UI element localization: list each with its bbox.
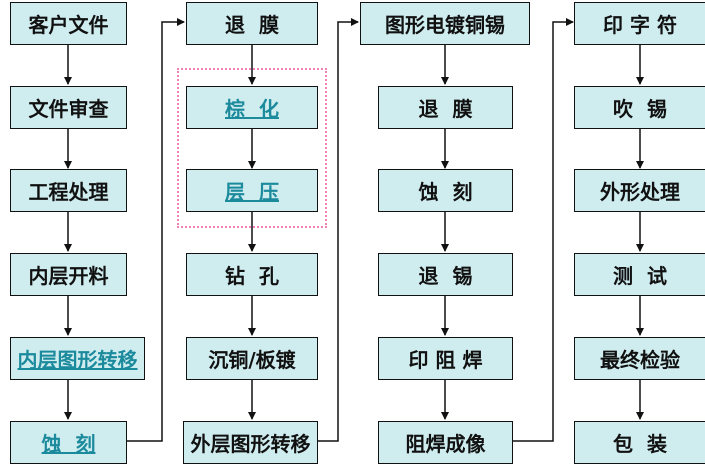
step-c4-5: 最终检验 — [574, 337, 705, 380]
step-c3-4: 退 锡 — [378, 253, 513, 296]
step-c2-2-link[interactable]: 棕 化 — [186, 86, 318, 129]
step-c4-1: 印 字 符 — [574, 2, 705, 45]
step-c4-4: 测 试 — [574, 253, 705, 296]
step-c4-6: 包 装 — [574, 421, 705, 464]
step-c2-4: 钻 孔 — [186, 253, 318, 296]
step-c3-3: 蚀 刻 — [378, 169, 513, 212]
step-c4-3: 外形处理 — [574, 169, 705, 212]
connector-c3-c4 — [513, 18, 574, 442]
step-c2-1: 退 膜 — [186, 2, 318, 45]
step-c2-6: 外层图形转移 — [183, 421, 318, 464]
step-c3-1: 图形电镀铜锡 — [360, 2, 530, 45]
step-c1-2: 文件审查 — [10, 86, 127, 129]
lamination-highlight-frame — [177, 68, 327, 228]
step-c3-6: 阻焊成像 — [378, 421, 513, 464]
step-c2-5: 沉铜/板镀 — [186, 337, 318, 380]
step-c3-5: 印 阻 焊 — [378, 337, 513, 380]
step-c1-3: 工程处理 — [10, 169, 127, 212]
step-c1-6-link[interactable]: 蚀 刻 — [10, 421, 127, 464]
step-c1-4: 内层开料 — [10, 253, 127, 296]
step-c3-2: 退 膜 — [378, 86, 513, 129]
step-c2-3-link[interactable]: 层 压 — [186, 169, 318, 212]
step-c1-5-link[interactable]: 内层图形转移 — [10, 337, 145, 380]
step-c1-1: 客户文件 — [10, 2, 127, 45]
step-c4-2: 吹 锡 — [574, 86, 705, 129]
